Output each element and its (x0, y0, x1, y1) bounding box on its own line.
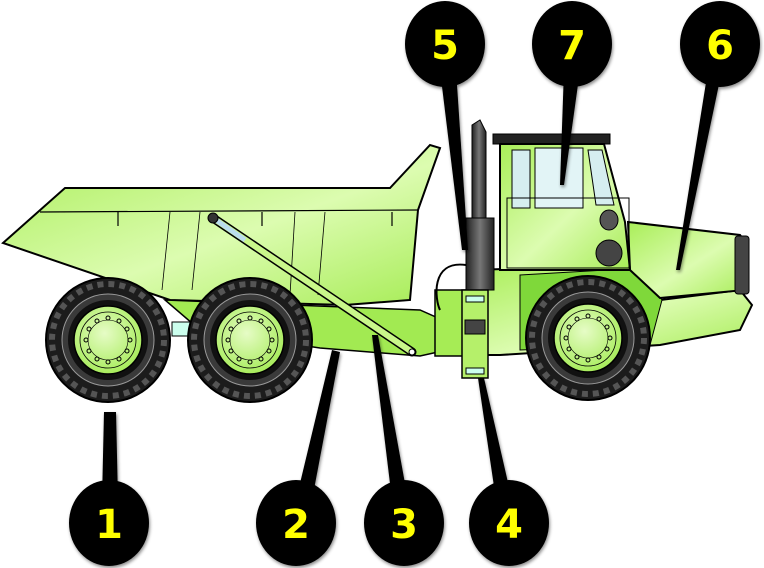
callout-label-4: 4 (495, 502, 523, 548)
callout-6: 6 (676, 1, 760, 270)
operator-cab (492, 133, 632, 271)
exhaust-stack (435, 119, 495, 311)
callout-2: 2 (256, 350, 340, 566)
front-wheel (526, 276, 650, 400)
callout-label-2: 2 (282, 502, 310, 548)
engine-hood (626, 220, 750, 300)
callout-4: 4 (469, 378, 549, 566)
callout-1: 1 (69, 412, 149, 566)
callout-5: 5 (405, 1, 485, 250)
hoist-cylinder (207, 212, 417, 357)
callout-label-6: 6 (706, 23, 734, 69)
rear-wheel-1 (46, 278, 170, 402)
articulation-joint (461, 289, 489, 379)
callout-label-7: 7 (558, 23, 586, 69)
rear-wheel-2 (188, 278, 312, 402)
callout-label-3: 3 (390, 502, 418, 548)
callout-label-5: 5 (431, 23, 459, 69)
callout-7: 7 (532, 1, 612, 185)
callout-3: 3 (364, 335, 444, 566)
callout-label-1: 1 (95, 502, 123, 548)
